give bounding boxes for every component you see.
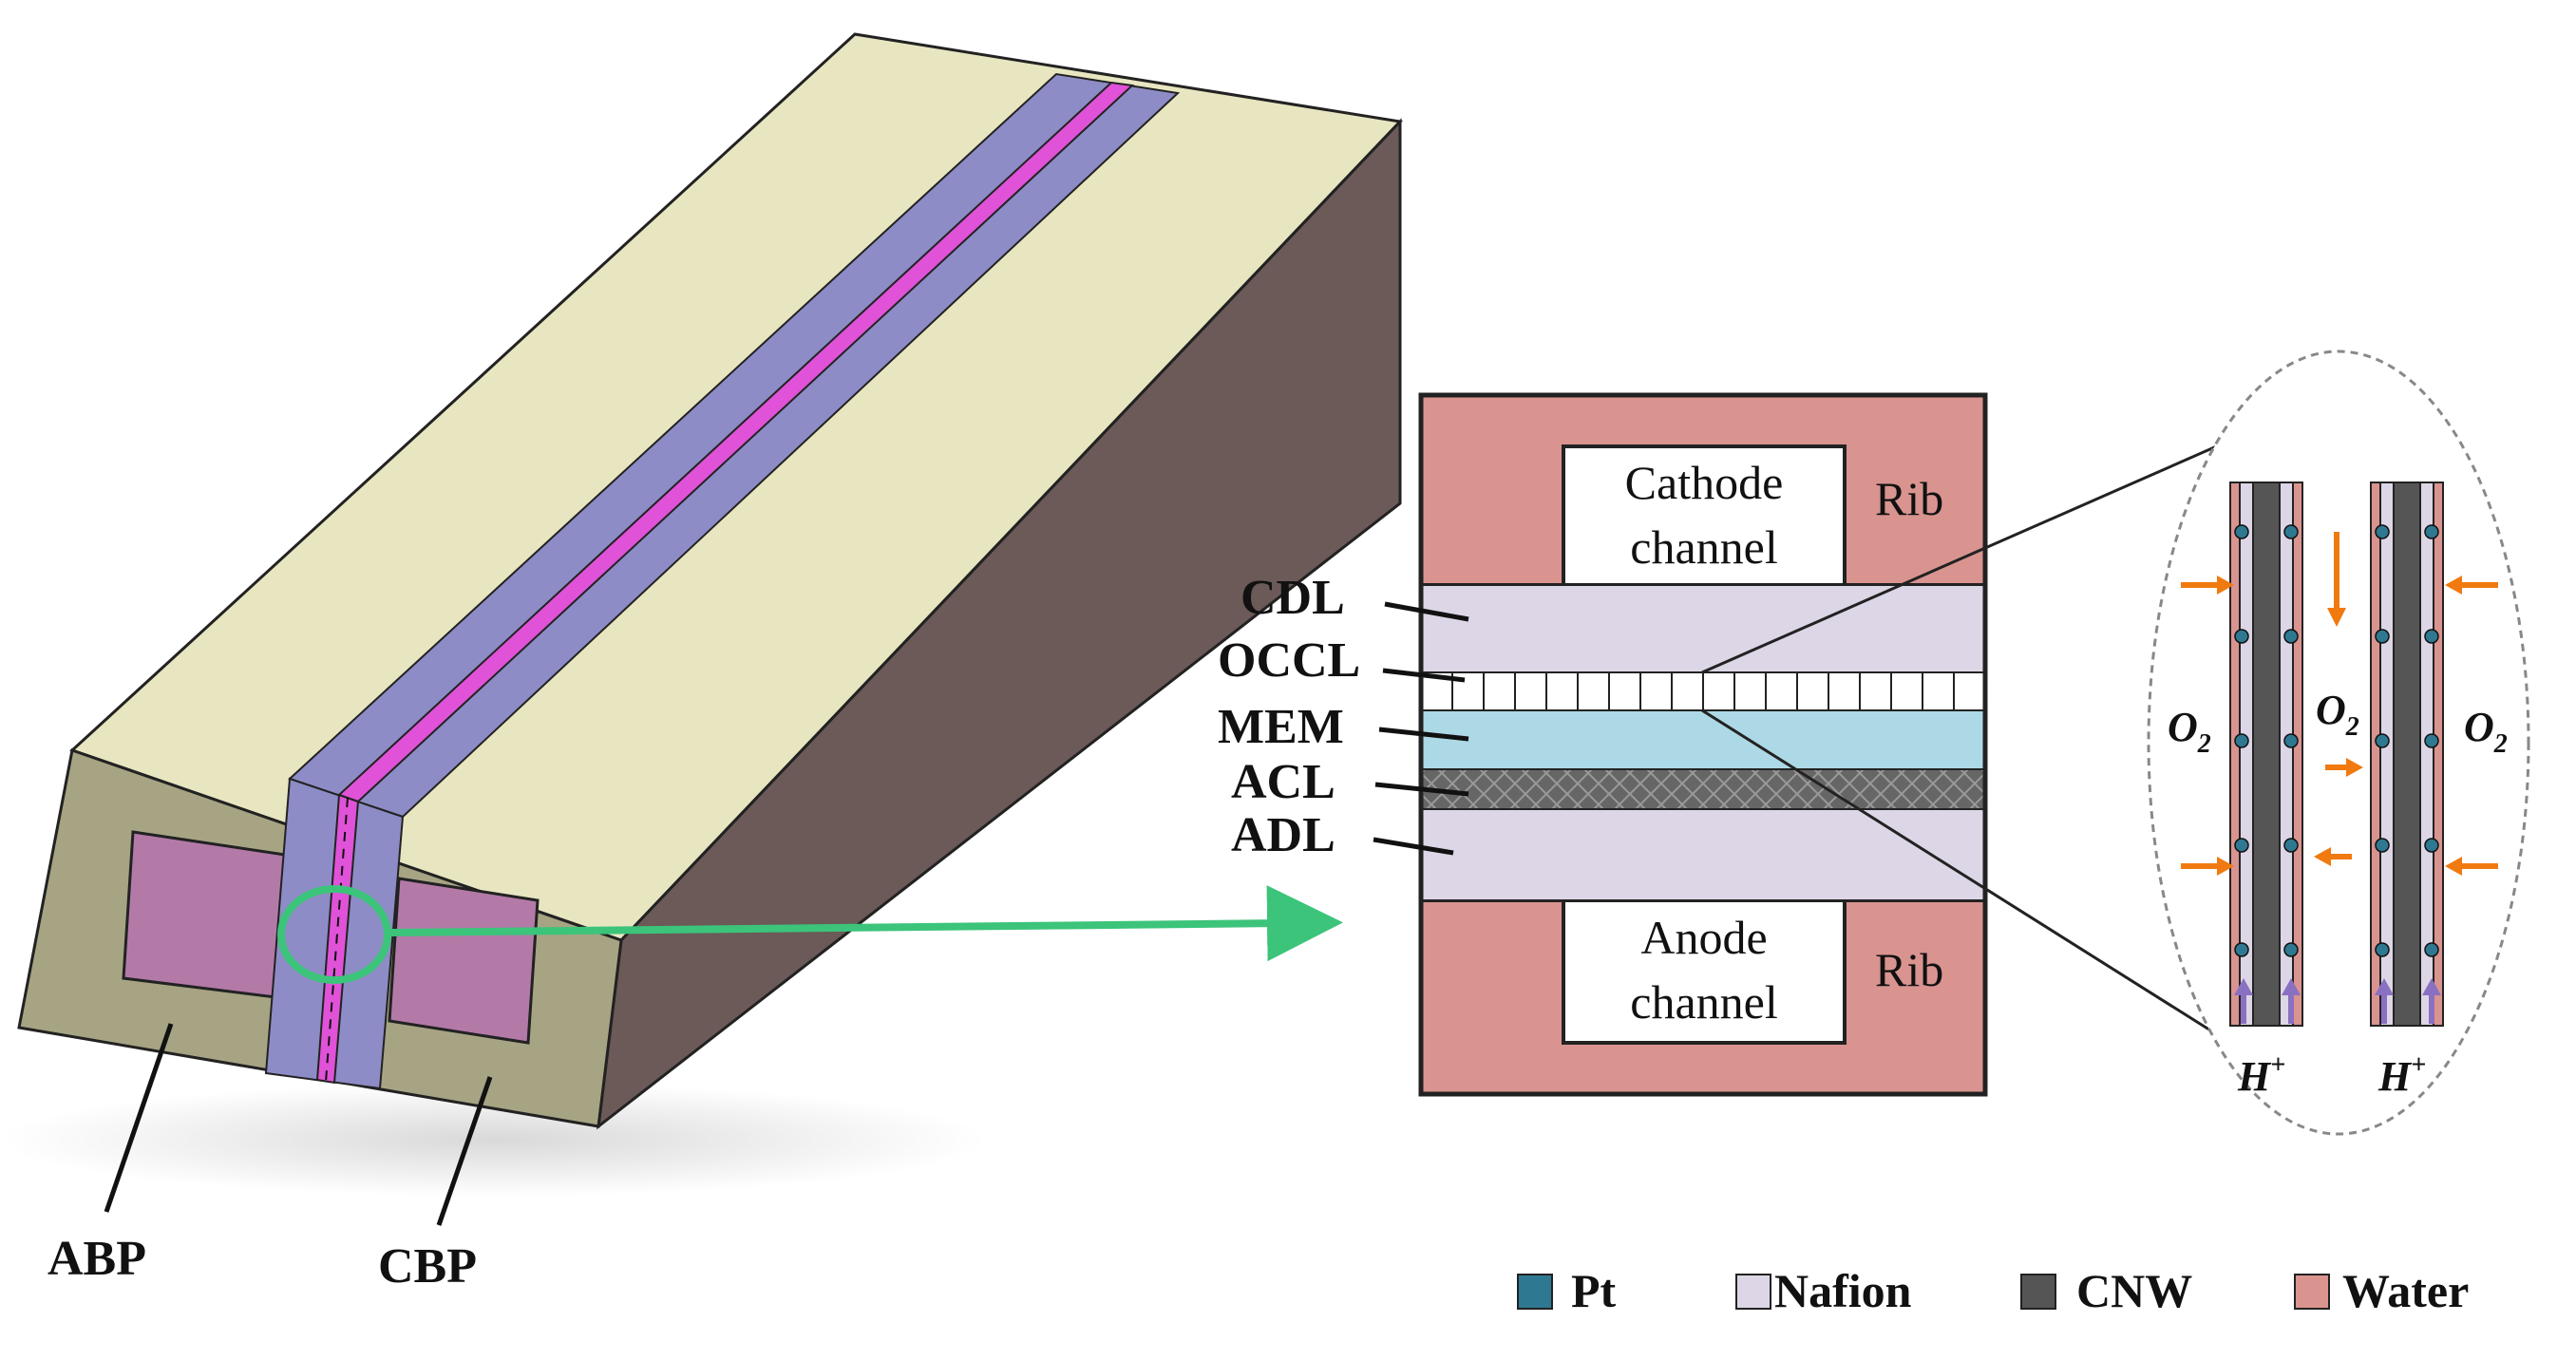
legend-label-pt: Pt: [1571, 1264, 1617, 1317]
anode-channel-front: [122, 830, 287, 999]
rib-top-label: Rib: [1875, 472, 1943, 525]
anode-catalyst-layer: [1420, 768, 1986, 810]
pt-particle: [2283, 942, 2299, 957]
adl-label: ADL: [1231, 808, 1335, 862]
occl-label: OCCL: [1218, 633, 1360, 688]
nanowire-detail: O2 O2 O2 H+ H+: [2147, 349, 2530, 1136]
anode-diffusion-layer: [1420, 808, 1986, 901]
cbp-label: CBP: [378, 1239, 477, 1294]
legend-label-water: Water: [2342, 1264, 2469, 1317]
o2-label-right: O2: [2464, 704, 2508, 759]
pt-particle: [2283, 838, 2299, 853]
legend-swatch-pt: [1517, 1274, 1553, 1310]
cathode-diffusion-layer: [1420, 584, 1986, 673]
pt-particle: [2375, 629, 2390, 644]
legend-item-water: Water: [2294, 1264, 2469, 1317]
cross-section: Cathode channel Anode channel Rib Rib CD…: [1218, 392, 2300, 1097]
proton-label-left: H+: [2237, 1050, 2285, 1100]
cdl-label: CDL: [1241, 571, 1345, 625]
cross-section-frame: [1418, 392, 1988, 1097]
pt-particles: [2234, 524, 2439, 957]
zoom-line-upper: [1701, 408, 2300, 674]
acl-leader: [1374, 782, 1469, 797]
pt-particle: [2234, 524, 2249, 539]
proton-arrows: [2234, 978, 2441, 1024]
cathode-channel-front: [388, 877, 540, 1045]
cathode-channel-label-line1: Cathode: [1625, 456, 1784, 509]
legend-label-cnw: CNW: [2076, 1264, 2192, 1317]
pt-particle: [2424, 524, 2439, 539]
pt-particle: [2375, 524, 2390, 539]
pt-particle: [2234, 838, 2249, 853]
pt-particle: [2283, 524, 2299, 539]
pt-particle: [2283, 629, 2299, 644]
pt-particle: [2234, 629, 2249, 644]
anode-channel-label-line2: channel: [1630, 975, 1777, 1029]
mem-leader: [1378, 727, 1469, 742]
legend-swatch-water: [2294, 1274, 2330, 1310]
front-membrane-center-line: [325, 797, 349, 1083]
o2-label-middle: O2: [2316, 687, 2359, 742]
pt-particle: [2234, 733, 2249, 748]
zoom-line-lower: [1701, 708, 2267, 1067]
anode-channel-box: [1562, 898, 1847, 1045]
mem-label: MEM: [1218, 700, 1344, 754]
pt-particle: [2424, 942, 2439, 957]
pt-particle: [2424, 629, 2439, 644]
legend-item-cnw: CNW: [2020, 1264, 2192, 1317]
nanowire-right: [2370, 482, 2444, 1027]
cbp-leader: [436, 1076, 493, 1226]
fuel-cell-3d-block: ABP CBP: [0, 32, 1404, 1294]
proton-label-right: H+: [2377, 1050, 2426, 1100]
membrane-layer: [1420, 709, 1986, 770]
legend: Pt Nafion CNW Water: [1517, 1264, 2469, 1317]
pt-particle: [2375, 942, 2390, 957]
abp-label: ABP: [47, 1232, 146, 1286]
block-shadow: [0, 1083, 988, 1197]
pt-particle: [2375, 838, 2390, 853]
pt-particle: [2424, 733, 2439, 748]
nanowire-left: [2229, 482, 2303, 1027]
pt-particle: [2424, 838, 2439, 853]
acl-label: ACL: [1231, 755, 1335, 809]
anode-channel-label-line1: Anode: [1640, 911, 1767, 964]
o2-label-left: O2: [2168, 704, 2211, 759]
rib-bottom-label: Rib: [1875, 943, 1943, 996]
cathode-channel-box: [1562, 444, 1847, 587]
cathode-channel-label-line2: channel: [1630, 520, 1777, 574]
abp-leader: [104, 1023, 174, 1213]
o2-arrows: [2181, 532, 2498, 876]
occl-leader: [1382, 668, 1466, 683]
legend-label-nafion: Nafion: [1774, 1264, 1912, 1317]
pt-particle: [2283, 733, 2299, 748]
legend-item-nafion: Nafion: [1735, 1264, 1912, 1317]
zoom-circle: [277, 885, 391, 984]
cdl-leader: [1384, 601, 1469, 622]
legend-item-pt: Pt: [1517, 1264, 1617, 1317]
legend-swatch-nafion: [1735, 1274, 1771, 1310]
zoom-arrow: [388, 885, 1343, 962]
adl-leader: [1373, 837, 1454, 856]
pt-particle: [2375, 733, 2390, 748]
pt-particle: [2234, 942, 2249, 957]
legend-swatch-cnw: [2020, 1274, 2056, 1310]
